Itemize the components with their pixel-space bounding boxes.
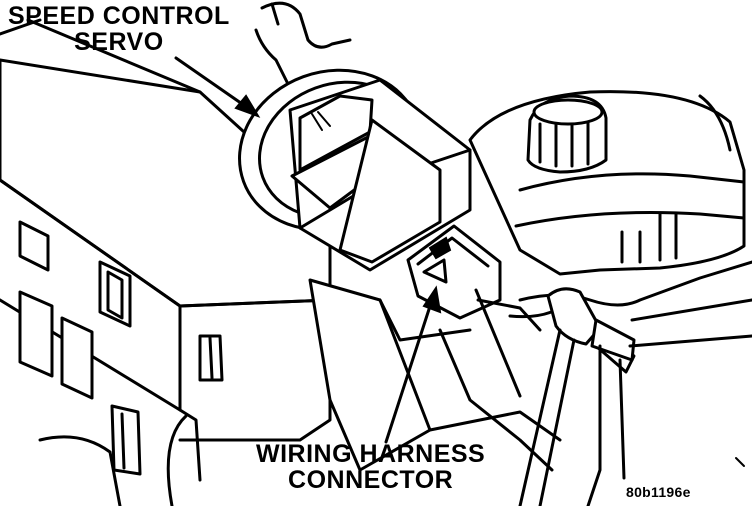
servo-body [238, 68, 472, 272]
corner-mark [735, 457, 745, 467]
leader-harness-arrow [384, 285, 442, 444]
mount-bracket [308, 278, 562, 472]
leader-servo-arrow [174, 56, 261, 118]
callout-servo-line2: SERVO [74, 27, 164, 56]
harness-wires [438, 260, 752, 506]
callout-harness-line1: WIRING HARNESS [256, 440, 486, 468]
callout-wiring-harness-connector: WIRING HARNESS CONNECTOR [256, 440, 486, 494]
figure-id: 80b1196e [626, 484, 691, 500]
reservoir [468, 90, 746, 276]
callout-servo-line1: SPEED CONTROL [8, 2, 230, 30]
callout-harness-line2: CONNECTOR [288, 465, 454, 494]
callout-speed-control-servo: SPEED CONTROL SERVO [8, 2, 230, 56]
cable-bracket-top [254, 1, 352, 94]
